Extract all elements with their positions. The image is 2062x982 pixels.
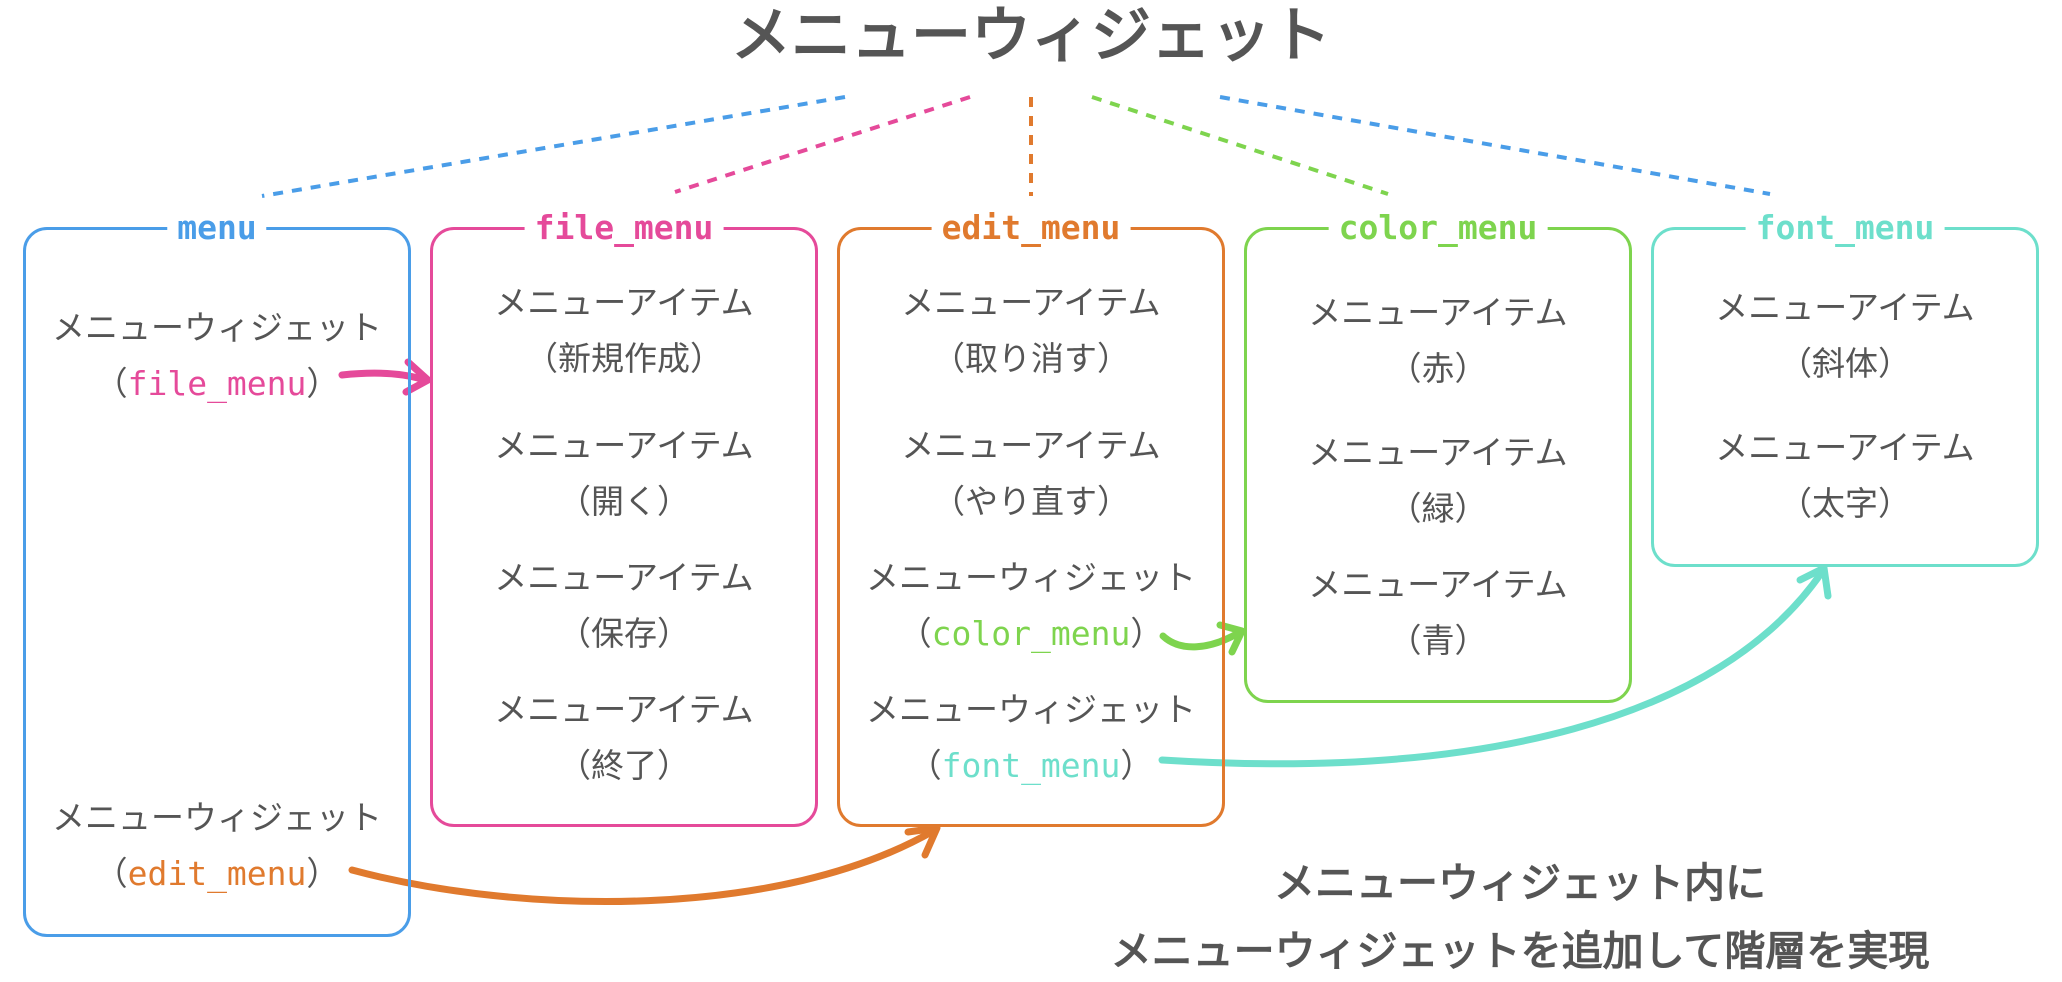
note-line-2: メニューウィジェットを追加して階層を実現 bbox=[1110, 927, 1930, 975]
edit-menu-box: edit_menu メニューアイテム （取り消す） メニューアイテム （やり直す… bbox=[837, 208, 1225, 827]
menu-box-label: menu bbox=[167, 208, 267, 248]
font-menu-item-italic: メニューアイテム （斜体） bbox=[1715, 288, 1975, 383]
arrow-to-edit-menu bbox=[348, 826, 939, 905]
color-menu-item-green: メニューアイテム （緑） bbox=[1308, 433, 1568, 528]
arrow-head-color-menu bbox=[1216, 621, 1246, 656]
color-menu-box: color_menu メニューアイテム （赤） メニューアイテム （緑） メニュ… bbox=[1244, 208, 1632, 703]
menu-item-label: メニューウィジェット bbox=[52, 308, 382, 347]
title-link-file-menu bbox=[674, 95, 971, 194]
menu-item-file-menu-widget: メニューウィジェット （file_menu） bbox=[26, 300, 408, 412]
color-menu-box-label: color_menu bbox=[1328, 208, 1548, 248]
color-menu-item-blue: メニューアイテム （青） bbox=[1308, 565, 1568, 660]
arrow-head-edit-menu bbox=[904, 824, 941, 859]
font-menu-item-bold: メニューアイテム （太字） bbox=[1715, 428, 1975, 523]
file-menu-item-new: メニューアイテム （新規作成） bbox=[494, 283, 754, 378]
arrow-head-file-menu bbox=[402, 358, 432, 396]
arrow-to-font-menu bbox=[1158, 568, 1826, 768]
diagram-title: メニューウィジェット bbox=[731, 1, 1331, 71]
title-link-color-menu bbox=[1091, 95, 1389, 196]
arrow-to-color-menu bbox=[1159, 628, 1244, 651]
arrow-to-file-menu bbox=[338, 369, 429, 384]
edit-menu-item-font-menu-widget: メニューウィジェット （font_menu） bbox=[866, 690, 1196, 785]
font-menu-box: font_menu メニューアイテム （斜体） メニューアイテム （太字） bbox=[1651, 208, 2039, 567]
title-link-font-menu bbox=[1219, 95, 1771, 196]
color-menu-item-red: メニューアイテム （赤） bbox=[1308, 293, 1568, 388]
note-line-1: メニューウィジェット内に bbox=[1274, 859, 1766, 907]
file-menu-box-label: file_menu bbox=[524, 208, 724, 248]
file-menu-box: file_menu メニューアイテム （新規作成） メニューアイテム （開く） … bbox=[430, 208, 818, 827]
font-menu-box-label: font_menu bbox=[1745, 208, 1945, 248]
menu-item-edit-menu-widget: メニューウィジェット （edit_menu） bbox=[26, 790, 408, 902]
menu-item-label: メニューウィジェット bbox=[52, 798, 382, 837]
edit-menu-box-label: edit_menu bbox=[931, 208, 1131, 248]
file-menu-item-open: メニューアイテム （開く） bbox=[494, 426, 754, 521]
menu-item-sub: （edit_menu） bbox=[94, 854, 340, 893]
arrow-head-font-menu bbox=[1796, 564, 1832, 600]
menu-item-sub: （file_menu） bbox=[94, 364, 340, 403]
title-link-menu bbox=[261, 95, 846, 198]
file-menu-item-save: メニューアイテム （保存） bbox=[494, 558, 754, 653]
edit-menu-item-undo: メニューアイテム （取り消す） bbox=[901, 283, 1161, 378]
edit-menu-item-color-menu-widget: メニューウィジェット （color_menu） bbox=[866, 558, 1196, 653]
menu-box: menu メニューウィジェット （file_menu） メニューウィジェット （… bbox=[23, 208, 411, 937]
file-menu-item-quit: メニューアイテム （終了） bbox=[494, 690, 754, 785]
edit-menu-item-redo: メニューアイテム （やり直す） bbox=[901, 426, 1161, 521]
